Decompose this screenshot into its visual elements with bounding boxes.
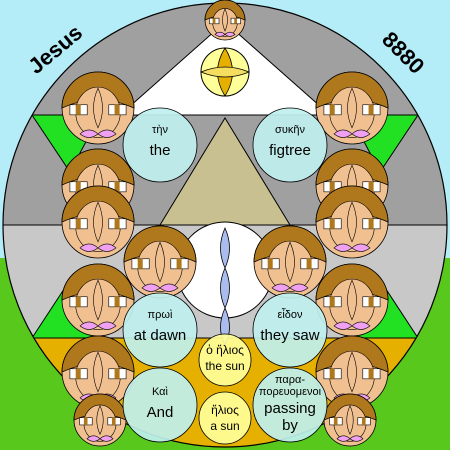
top-flower: [199, 47, 251, 97]
english-label: a sun: [210, 419, 239, 433]
bubble-at-dawn: πρωὶ at dawn: [122, 292, 198, 368]
bubble-the-sun: ὁ ἥλιος the sun: [198, 333, 252, 387]
face-figure: [204, 0, 246, 41]
bubble-figtree: συκῆν figtree: [252, 107, 328, 183]
word-bubbles: τὴν the συκῆν figtree πρωὶ at dawn εἶδον they s…: [122, 107, 328, 445]
bubble-they-saw: εἶδον they saw: [252, 292, 328, 368]
bubble-the: τὴν the: [122, 107, 198, 183]
greek-label: πρωὶ: [148, 309, 173, 321]
english-label: And: [147, 404, 174, 421]
english-label: at dawn: [134, 327, 187, 344]
english-label: they saw: [260, 327, 319, 344]
english-label: the: [150, 142, 171, 159]
english-label: passing: [264, 400, 316, 417]
face-figure: [61, 71, 135, 145]
bubble-a-sun: ἥλιος a sun: [198, 391, 252, 445]
greek-label: Καὶ: [152, 386, 169, 398]
face-figure: [61, 335, 135, 409]
face-figure: [315, 263, 389, 337]
greek-label-2: πορευομενοι: [259, 386, 322, 398]
greek-label: ἥλιος: [211, 403, 239, 417]
face-figure: [323, 393, 377, 447]
face-figure: [61, 263, 135, 337]
english-label: figtree: [269, 142, 311, 159]
face-figure: [315, 71, 389, 145]
center-leaf-chain: [220, 227, 230, 346]
english-label-2: by: [282, 417, 298, 434]
faces-layer: [61, 0, 389, 447]
face-figure: [315, 185, 389, 259]
greek-label: εἶδον: [277, 308, 303, 321]
face-figure: [61, 185, 135, 259]
english-label: the sun: [205, 359, 244, 373]
greek-label: παρα-: [275, 374, 305, 386]
face-figure: [123, 225, 197, 299]
face-figure: [253, 225, 327, 299]
greek-label: τὴν: [152, 124, 168, 136]
greek-label: ὁ ἥλιος: [206, 343, 244, 357]
greek-label: συκῆν: [275, 124, 305, 136]
face-figure: [73, 393, 127, 447]
